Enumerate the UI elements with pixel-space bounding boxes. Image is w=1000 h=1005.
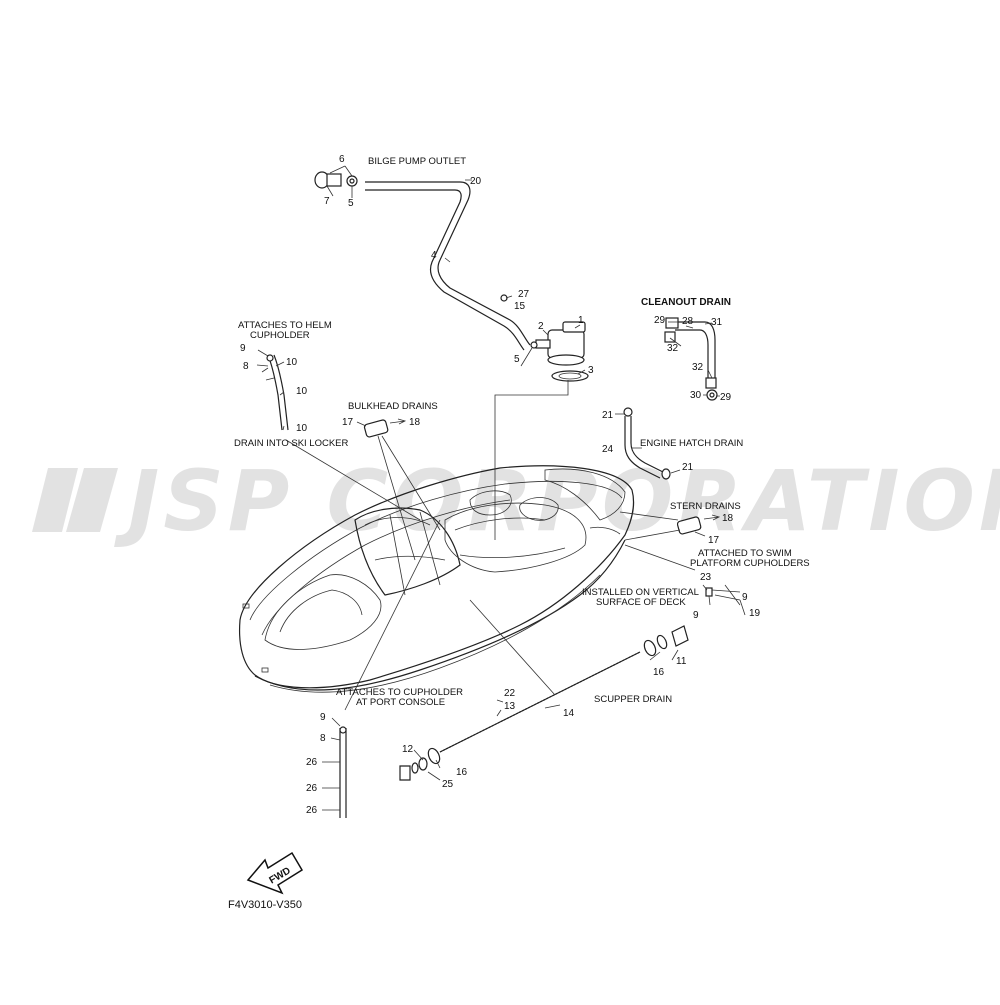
stern-drains (619, 511, 721, 541)
callout-number: 23 (700, 572, 712, 583)
callout-number: 5 (514, 354, 520, 365)
bulkhead-drains-label: BULKHEAD DRAINS (348, 401, 438, 412)
callout-number: 25 (442, 779, 454, 790)
bilge-pump-outlet-assembly (314, 165, 589, 540)
bulkhead-drain-fitting (363, 419, 389, 438)
swim-platform-label-1: ATTACHED TO SWIM (698, 548, 792, 559)
pump-base-part (551, 370, 589, 382)
hose-clamp-part (530, 341, 538, 349)
pump-outlet-nipple (535, 339, 551, 349)
callout-number: 9 (693, 610, 699, 621)
callout-number: 26 (306, 757, 318, 768)
callout-number: 21 (682, 462, 694, 473)
vertical-surface-label-2: SURFACE OF DECK (596, 597, 686, 608)
fwd-arrow: FWD (246, 851, 304, 895)
callout-number: 15 (514, 301, 526, 312)
hatch-drain-fitting (623, 407, 633, 417)
callout-number: 13 (504, 701, 516, 712)
boat-hull (238, 465, 635, 693)
scupper-drain-label: SCUPPER DRAIN (594, 694, 672, 705)
drain-ski-locker-label: DRAIN INTO SKI LOCKER (234, 438, 349, 449)
callout-number: 19 (749, 608, 761, 619)
callout-number: 10 (286, 357, 298, 368)
bilge-pump-outlet-label: BILGE PUMP OUTLET (368, 156, 466, 167)
watermark-text: JSP CORPORATION (114, 452, 1000, 550)
cleanout-clamp (664, 331, 676, 343)
callout-numbers: 6 7 5 20 4 27 15 2 1 5 3 29 28 31 32 32 … (240, 154, 761, 816)
bilge-hose (365, 181, 531, 346)
callout-number: 9 (320, 712, 326, 723)
swim-platform-label-2: PLATFORM CUPHOLDERS (690, 558, 810, 569)
port-console-label-2: AT PORT CONSOLE (356, 697, 445, 708)
scupper-fitting-aft (671, 625, 689, 647)
helm-drain-tube (267, 354, 283, 431)
callout-number: 22 (504, 688, 516, 699)
callout-number: 9 (742, 592, 748, 603)
cleanout-drain-assembly (664, 317, 720, 401)
callout-number: 10 (296, 423, 308, 434)
scupper-fitting-fwd (399, 765, 411, 781)
bulkhead-drains (356, 418, 441, 561)
helm-cupholder-label-2: CUPHOLDER (250, 330, 310, 341)
diagram-code: F4V3010-V350 (228, 899, 302, 911)
callout-number: 12 (402, 744, 414, 755)
helm-cupholder-drain (256, 349, 421, 521)
port-console-label-1: ATTACHES TO CUPHOLDER (336, 687, 463, 698)
callout-number: 11 (676, 656, 687, 667)
swim-platform-drain (624, 544, 746, 616)
callout-number: 17 (708, 535, 720, 546)
engine-hatch-drain-label: ENGINE HATCH DRAIN (640, 438, 743, 449)
callout-number: 3 (588, 365, 594, 376)
watermark-logo: JSP CORPORATION (32, 452, 1000, 550)
callout-number: 14 (563, 708, 575, 719)
callout-number: 26 (306, 805, 318, 816)
hatch-drain-hose (624, 416, 661, 479)
callout-number: 5 (348, 198, 354, 209)
callout-number: 29 (654, 315, 666, 326)
callout-number: 28 (682, 316, 694, 327)
cleanout-hose (675, 321, 716, 380)
callout-number: 29 (720, 392, 732, 403)
callout-number: 9 (240, 343, 246, 354)
callout-number: 30 (690, 390, 702, 401)
callout-number: 16 (456, 767, 468, 778)
callout-number: 8 (243, 361, 249, 372)
helm-cupholder-label-1: ATTACHES TO HELM (238, 320, 332, 331)
stern-drain-fitting (676, 516, 702, 535)
callout-number: 21 (602, 410, 614, 421)
callout-number: 16 (653, 667, 665, 678)
port-console-drain (322, 519, 441, 818)
callout-number: 10 (296, 386, 308, 397)
outlet-fitting-body (326, 173, 342, 187)
callout-number: 17 (342, 417, 354, 428)
callout-number: 18 (722, 513, 734, 524)
stern-drains-label: STERN DRAINS (670, 501, 741, 512)
callout-number: 6 (339, 154, 345, 165)
callout-number: 8 (320, 733, 326, 744)
callout-number: 18 (409, 417, 421, 428)
vertical-surface-label-1: INSTALLED ON VERTICAL (582, 587, 699, 598)
callout-number: 20 (470, 176, 482, 187)
callout-number: 31 (711, 317, 723, 328)
callout-number: 32 (692, 362, 704, 373)
engine-hatch-drain (615, 407, 681, 480)
callout-number: 2 (538, 321, 544, 332)
cleanout-drain-label: CLEANOUT DRAIN (641, 297, 731, 308)
callout-number: 32 (667, 343, 679, 354)
scupper-drain (399, 599, 689, 781)
callout-number: 7 (324, 196, 330, 207)
callout-number: 27 (518, 289, 530, 300)
callout-number: 26 (306, 783, 318, 794)
callout-number: 4 (431, 250, 437, 261)
callout-number: 1 (578, 315, 584, 326)
cleanout-fitting-top (665, 317, 679, 329)
callout-number: 24 (602, 444, 614, 455)
bilge-pump-part (547, 329, 585, 359)
